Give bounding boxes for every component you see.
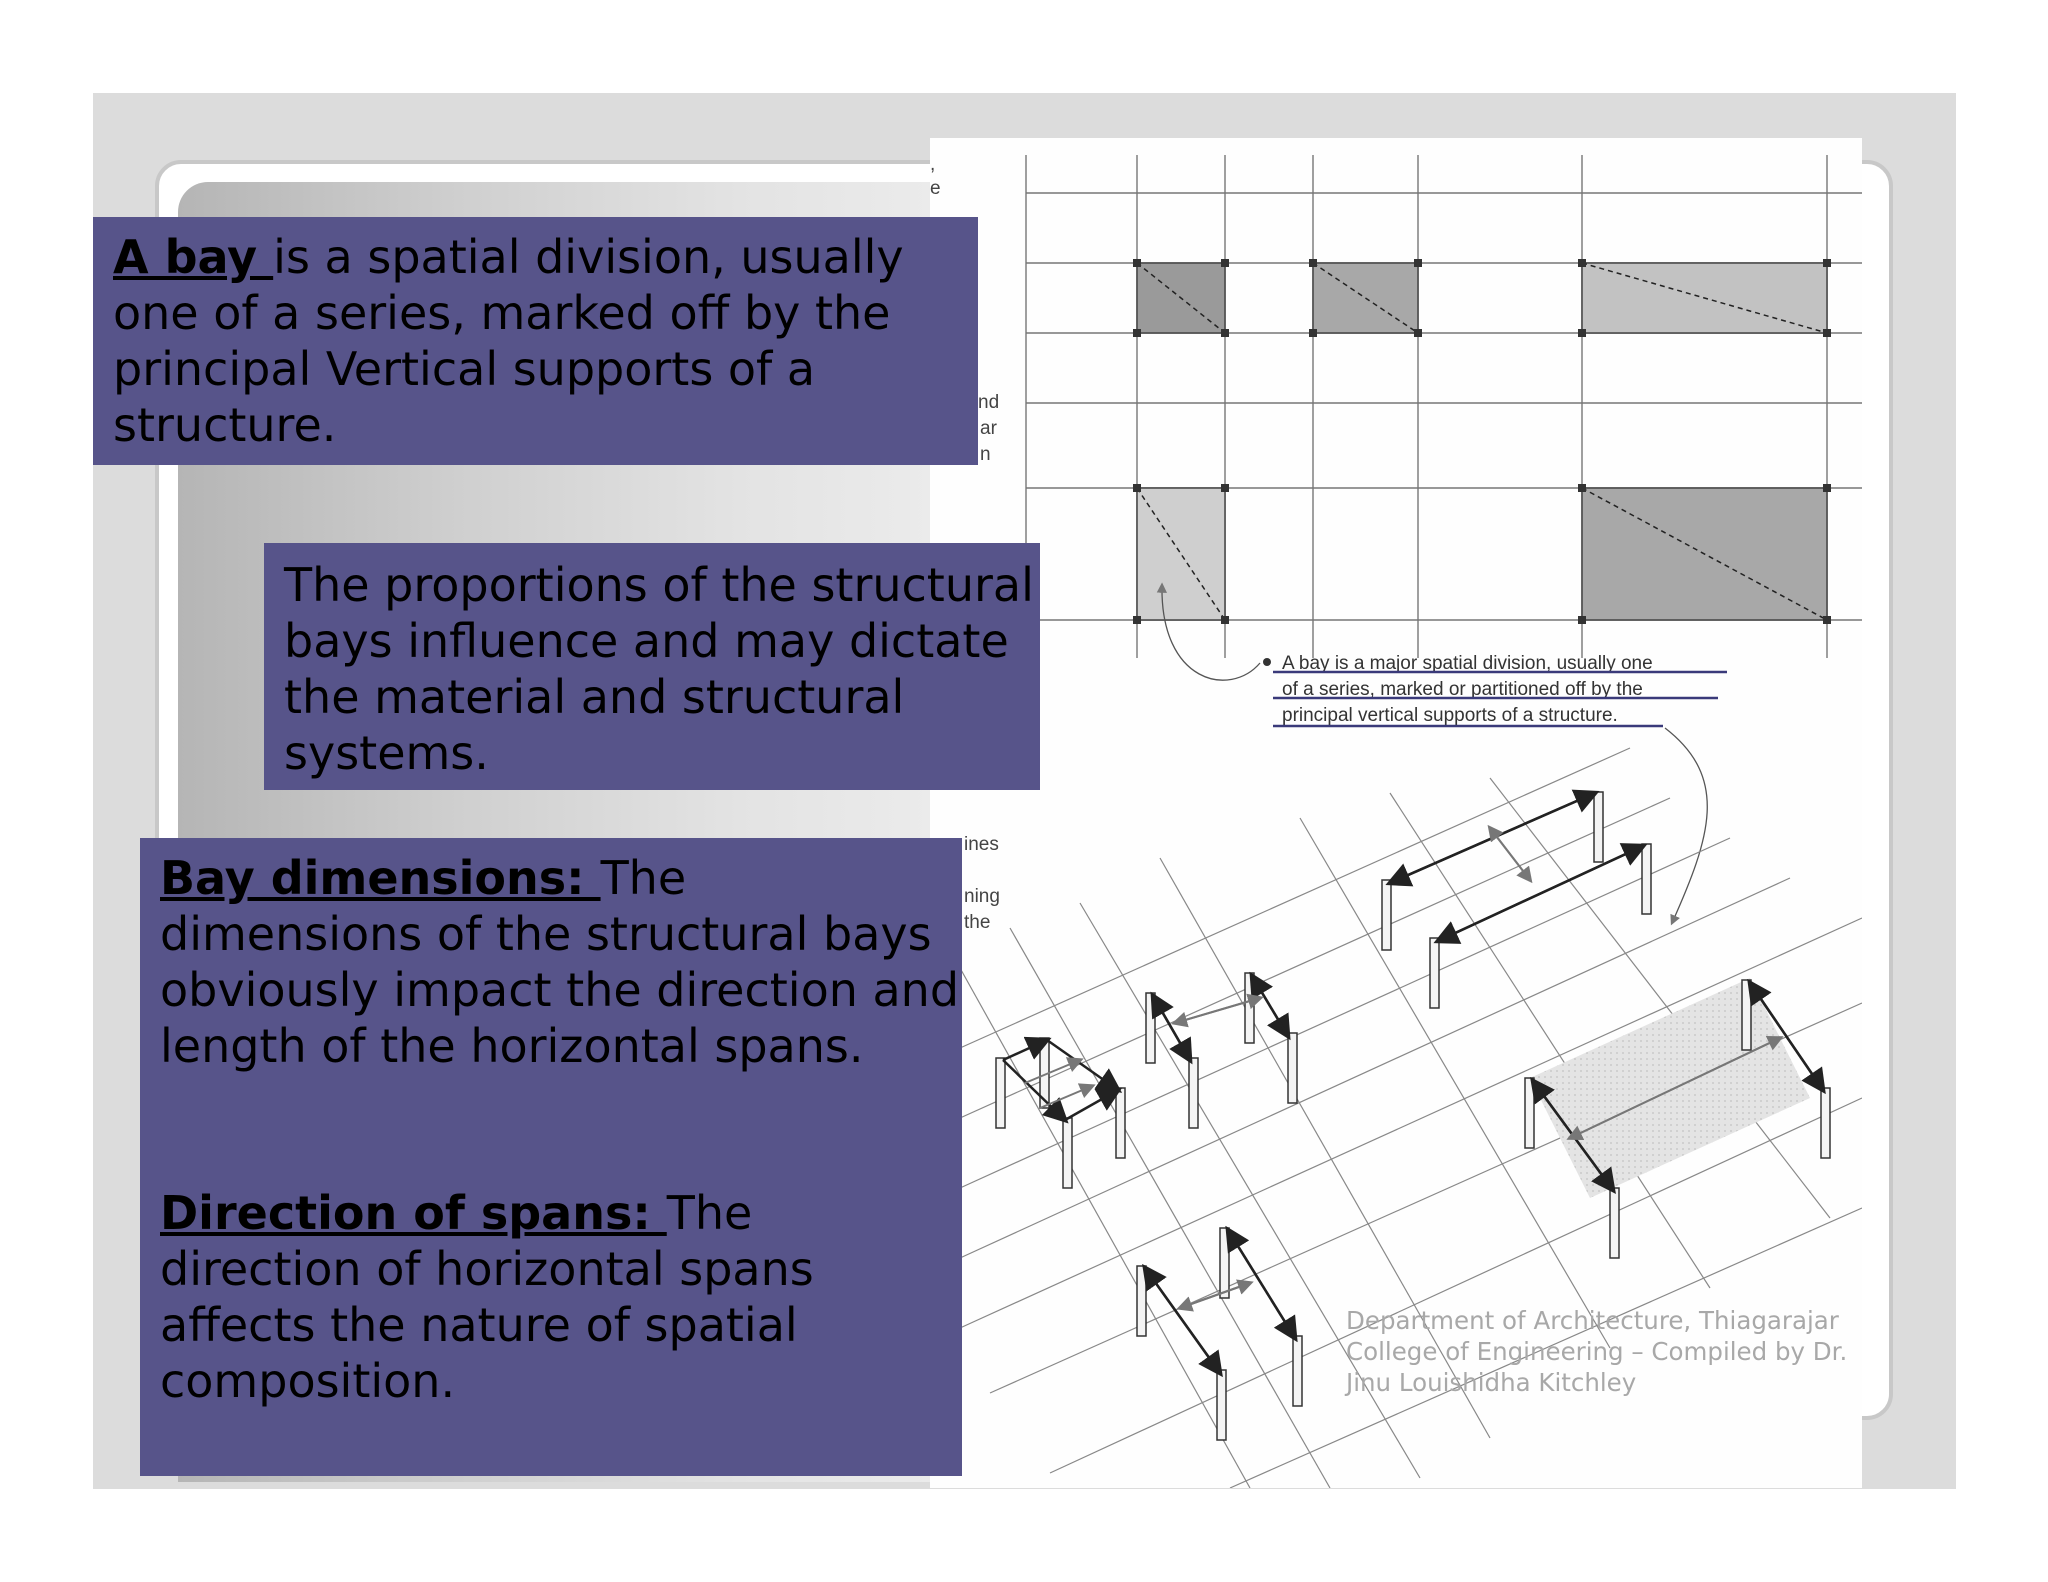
footer-line-3: Jinu Louishidha Kitchley: [1346, 1368, 1637, 1397]
footer-credit: Department of Architecture, Thiagarajar …: [1346, 1305, 1906, 1398]
plan-diagonals: [1136, 262, 1828, 621]
plan-bays: [1136, 262, 1828, 621]
clip-fragment: ines: [964, 834, 999, 855]
footer-line-2: College of Engineering – Compiled by Dr.: [1346, 1337, 1848, 1366]
bay-definition-text: is a spatial division, usually one of a …: [113, 230, 904, 452]
structural-bay-figure: , e nd ar n ines ning the: [930, 138, 1862, 1488]
proportions-text: The proportions of the structural bays i…: [284, 558, 1034, 780]
caption-line-3: principal vertical supports of a structu…: [1282, 705, 1618, 726]
span-arrows: [1002, 789, 1826, 1378]
clip-fragment: n: [980, 444, 991, 465]
dimensions-box: Bay dimensions: The dimensions of the st…: [140, 838, 962, 1476]
secondary-arrows: [1024, 824, 1784, 1312]
bay-dimensions-paragraph: Bay dimensions: The dimensions of the st…: [160, 850, 962, 1074]
clip-fragment: nd: [978, 392, 999, 413]
caption-arrow: [1664, 727, 1708, 926]
callout-arrow: [1156, 582, 1261, 681]
clip-fragment: e: [930, 178, 941, 199]
clipped-text-fragments: , e nd ar n ines ning the: [930, 154, 1000, 933]
highlighted-bay: [1530, 978, 1810, 1198]
clip-fragment: the: [964, 912, 990, 933]
direction-spans-keyword: Direction of spans:: [160, 1186, 667, 1240]
clip-fragment: ning: [964, 886, 1000, 907]
bay-definition-box: A bay is a spatial division, usually one…: [93, 217, 978, 465]
clip-fragment: ar: [980, 418, 998, 439]
figure-caption: A bay is a major spatial division, usual…: [1263, 653, 1727, 728]
clip-fragment: ,: [930, 154, 935, 175]
bay-diagram-svg: , e nd ar n ines ning the: [930, 154, 1862, 1488]
plan-columns: [1133, 259, 1831, 624]
bay-keyword: A bay: [113, 230, 274, 284]
paragraph-gap: [160, 1074, 962, 1185]
proportions-box: The proportions of the structural bays i…: [264, 543, 1040, 790]
footer-line-1: Department of Architecture, Thiagarajar: [1346, 1306, 1839, 1335]
direction-spans-text: The direction of horizontal spans affect…: [160, 1186, 814, 1408]
caption-line-2: of a series, marked or partitioned off b…: [1282, 679, 1643, 700]
direction-spans-paragraph: Direction of spans: The direction of hor…: [160, 1185, 962, 1409]
caption-bullet: [1263, 658, 1271, 666]
bay-dimensions-keyword: Bay dimensions:: [160, 851, 601, 905]
caption-line-1: A bay is a major spatial division, usual…: [1282, 653, 1653, 674]
axonometric-posts: [995, 791, 1831, 1441]
bay-dimensions-text: The dimensions of the structural bays ob…: [160, 851, 960, 1073]
